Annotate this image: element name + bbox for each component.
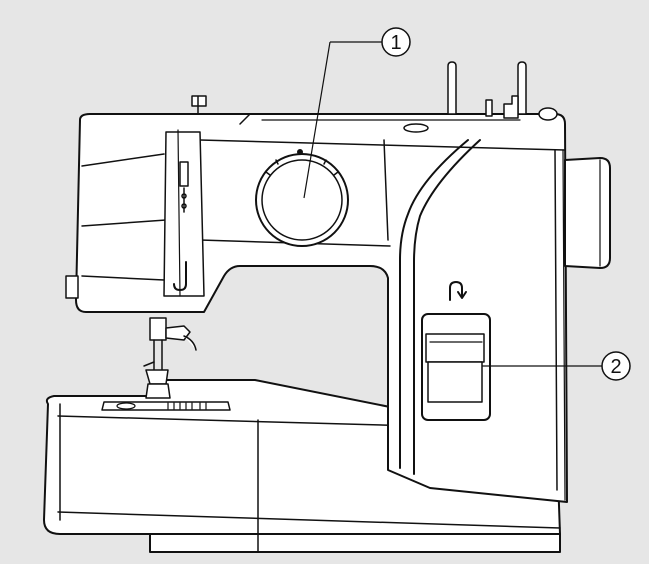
- callout-1-leader: [303, 41, 331, 199]
- side-latch: [65, 275, 79, 299]
- callout-1-circle: [381, 27, 411, 57]
- bobbin-winder-stop: [485, 99, 493, 117]
- reverse-stitch-lever[interactable]: [421, 313, 491, 421]
- spool-pin-left: [447, 61, 457, 115]
- bobbin-winder-spindle: [503, 95, 519, 119]
- thread-guide-marks: [179, 161, 189, 213]
- callout-2-circle: [601, 351, 631, 381]
- callout-2: 2: [482, 351, 631, 381]
- spool-pin-right: [517, 61, 527, 115]
- pillar-right-inner: [562, 149, 566, 501]
- feed-dog-marks: [167, 402, 207, 410]
- bobbin-winder-tension: [538, 107, 558, 121]
- needle-assembly: [143, 317, 197, 399]
- callout-1: 1: [303, 27, 411, 199]
- thread-guide-post: [191, 95, 207, 115]
- stitch-selector-dial[interactable]: [255, 149, 349, 247]
- bed-lower-edge: [57, 511, 561, 529]
- top-cover-line: [199, 139, 566, 151]
- arm-front-top-edge: [383, 139, 389, 241]
- bobbin-cover: [116, 402, 136, 410]
- callout-1-label: 1: [390, 32, 401, 54]
- handwheel: [564, 157, 611, 269]
- pillar-swoosh-outer: [399, 139, 469, 469]
- top-hole: [403, 123, 429, 133]
- presser-bar-guide: [177, 129, 181, 297]
- head-face-plate: [163, 131, 205, 297]
- pillar-right-edge: [554, 149, 558, 491]
- reverse-icon: [449, 281, 467, 301]
- base-foot: [149, 533, 561, 553]
- pillar-swoosh-inner: [413, 139, 481, 475]
- callout-2-label: 2: [610, 356, 621, 378]
